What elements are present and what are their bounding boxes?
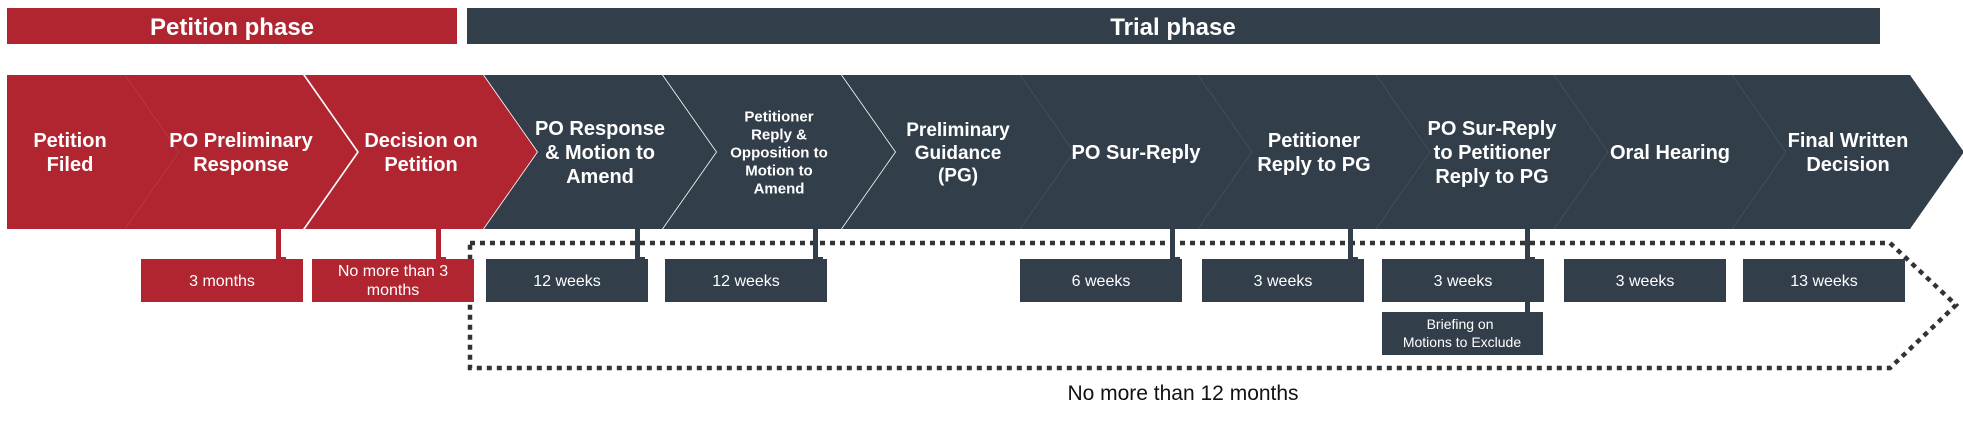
- duration-label: 13 weeks: [1790, 273, 1858, 290]
- duration-label: 3 weeks: [1616, 273, 1675, 290]
- chevron-step-label: Oral Hearing: [1610, 142, 1730, 164]
- chevron-step: [1732, 75, 1963, 229]
- trial-phase-label: Trial phase: [1110, 14, 1235, 41]
- duration-box: [312, 259, 474, 302]
- duration-label: 6 weeks: [1072, 273, 1131, 290]
- briefing-note-box: [1382, 312, 1543, 355]
- briefing-note-line-1: Briefing on: [1427, 316, 1494, 332]
- duration-box: [141, 259, 303, 302]
- duration-connector: [436, 227, 441, 258]
- petition-phase-label: Petition phase: [150, 14, 314, 41]
- duration-box: [1743, 259, 1905, 302]
- duration-connector: [635, 227, 640, 258]
- duration-label: 3 months: [189, 273, 255, 290]
- chevron-step: [7, 75, 179, 229]
- briefing-note-line-2: Motions to Exclude: [1403, 334, 1521, 350]
- duration-box: [1202, 259, 1364, 302]
- chevron-step: [1198, 75, 1430, 229]
- petition-phase-bar: [7, 8, 457, 44]
- chevron-step: [125, 75, 357, 229]
- duration-box: [1564, 259, 1726, 302]
- chevron-step: [305, 75, 537, 229]
- duration-connector: [1525, 227, 1530, 258]
- duration-label: 12 weeks: [712, 273, 780, 290]
- chevron-step: [1020, 75, 1252, 229]
- chevron-step: [1376, 75, 1608, 229]
- duration-label: 12 weeks: [533, 273, 601, 290]
- duration-label: 3 weeks: [1254, 273, 1313, 290]
- duration-connector: [276, 227, 281, 258]
- duration-connector: [1170, 227, 1175, 258]
- duration-box: [665, 259, 827, 302]
- briefing-note-text: Briefing on Motions to Exclude: [1403, 316, 1521, 350]
- duration-connector: [1348, 227, 1353, 258]
- briefing-connector: [1525, 300, 1530, 313]
- chevron-step: [1554, 75, 1786, 229]
- trial-span-label: No more than 12 months: [1067, 382, 1298, 405]
- chevron-step: [663, 75, 895, 229]
- chevron-step-label: PO Sur-Reply: [1072, 142, 1202, 164]
- duration-connector: [813, 227, 818, 258]
- chevron-step: [484, 75, 716, 229]
- duration-box: [1382, 259, 1544, 302]
- duration-box: [486, 259, 648, 302]
- trial-span-outline: [467, 240, 1960, 371]
- duration-box: [1020, 259, 1182, 302]
- chevron-step: [842, 75, 1074, 229]
- duration-label: 3 weeks: [1434, 273, 1493, 290]
- trial-phase-bar: [467, 8, 1880, 44]
